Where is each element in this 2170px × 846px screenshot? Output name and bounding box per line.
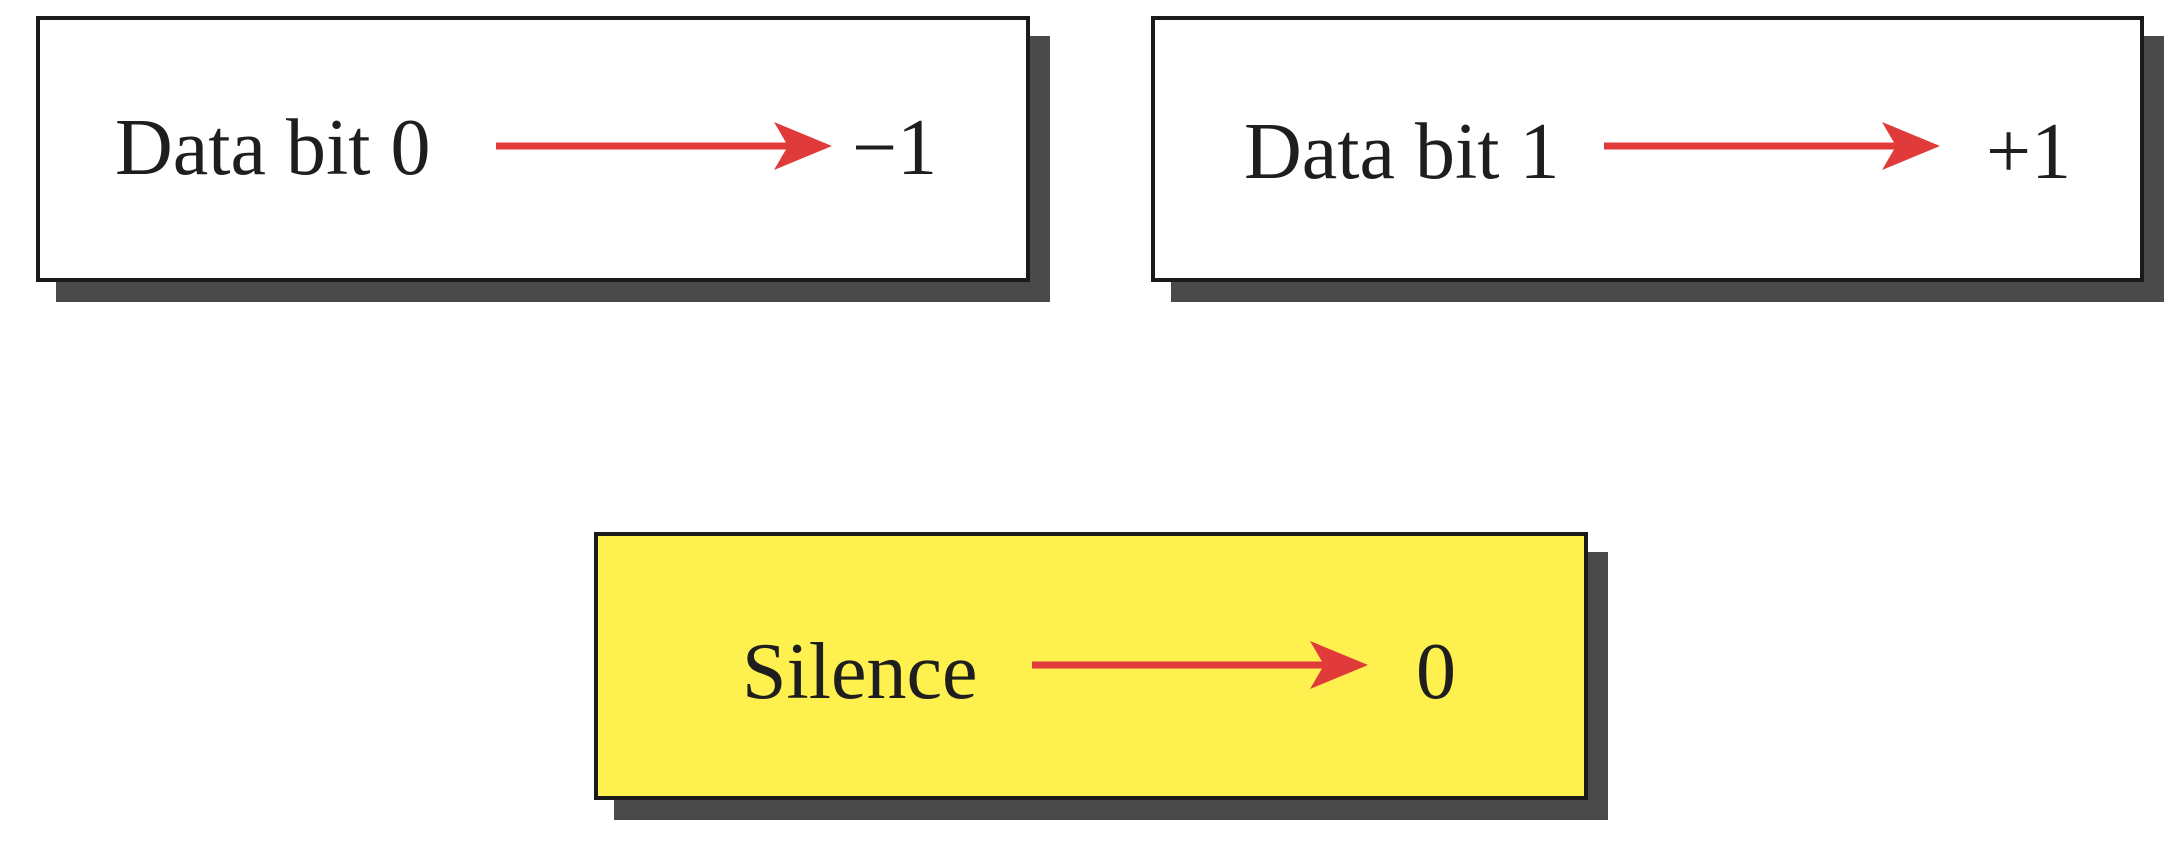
target-label-plus-1: +1 bbox=[1986, 108, 2072, 196]
arrow-right-icon bbox=[1032, 641, 1368, 689]
target-label-zero: 0 bbox=[1416, 628, 1456, 716]
target-label-minus-1: −1 bbox=[852, 104, 938, 192]
arrow-right-icon bbox=[496, 122, 832, 170]
arrow-right-icon bbox=[1604, 122, 1940, 170]
source-label-data-bit-1: Data bit 1 bbox=[1244, 108, 1560, 196]
source-label-data-bit-0: Data bit 0 bbox=[115, 104, 431, 192]
source-label-silence: Silence bbox=[742, 628, 978, 716]
